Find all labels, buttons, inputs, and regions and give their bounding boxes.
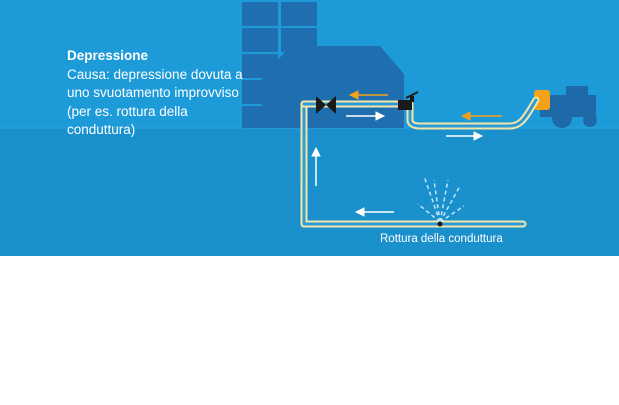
arrow-white-top bbox=[346, 111, 386, 121]
caption: Depressione Causa: depressione dovuta a … bbox=[67, 47, 257, 140]
arrow-orange-top bbox=[348, 90, 388, 100]
tank-icon bbox=[534, 90, 550, 110]
arrow-orange-right bbox=[460, 111, 502, 121]
valve-icon bbox=[316, 96, 336, 114]
diagram-svg bbox=[0, 2, 619, 256]
building-icon bbox=[242, 2, 404, 128]
ground-hatch bbox=[0, 128, 619, 256]
arrow-white-bottom bbox=[354, 207, 394, 217]
arrow-white-up bbox=[311, 146, 321, 186]
caption-title: Depressione bbox=[67, 48, 149, 63]
water-spray-icon bbox=[417, 175, 465, 223]
diagram-stage: Depressione Causa: depressione dovuta a … bbox=[0, 0, 619, 256]
break-label: Rottura della conduttura bbox=[380, 233, 503, 245]
blank-area bbox=[0, 256, 619, 405]
break-point bbox=[437, 221, 443, 227]
caption-description: Causa: depressione dovuta a uno svuotame… bbox=[67, 66, 243, 138]
tractor-icon bbox=[540, 86, 597, 128]
flow-arrows bbox=[311, 90, 502, 217]
arrow-white-right bbox=[446, 131, 484, 141]
faucet-icon bbox=[398, 91, 419, 110]
